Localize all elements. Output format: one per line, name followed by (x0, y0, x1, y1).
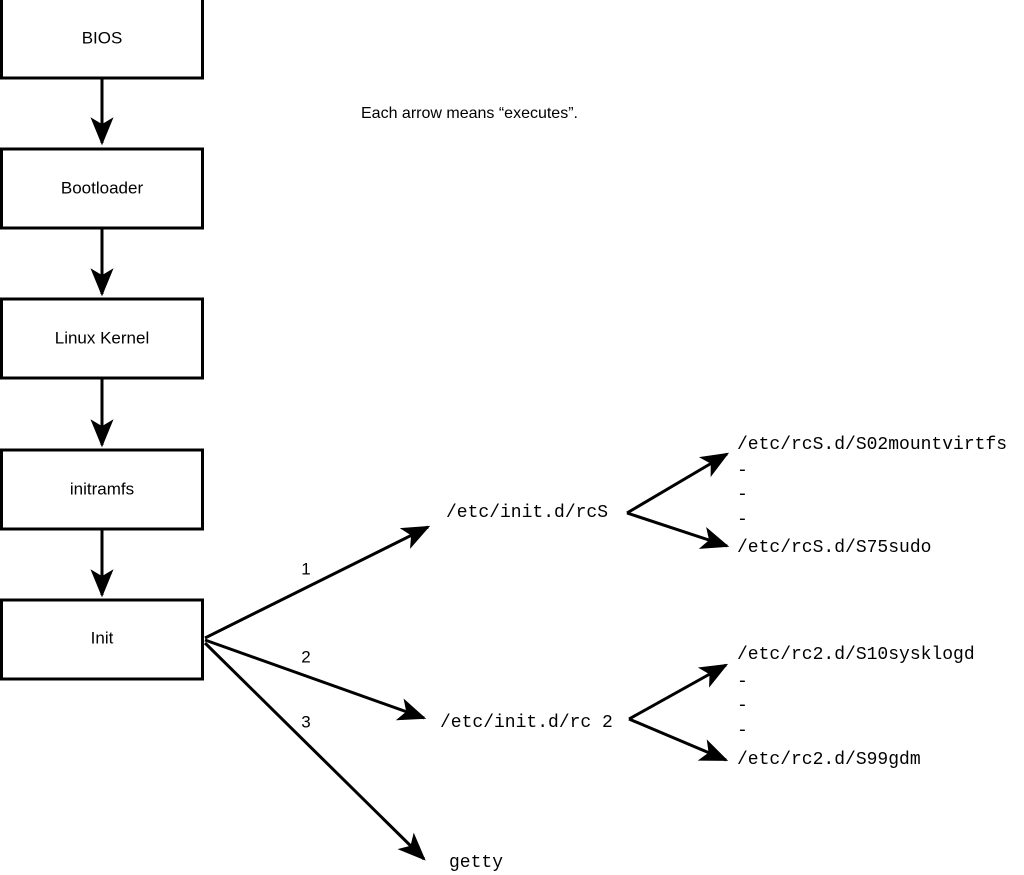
arrow-rc2-to-last-script (628, 717, 729, 762)
rcs-ellipsis-dash-3: - (737, 510, 748, 530)
node-bootloader-label: Bootloader (61, 178, 144, 197)
arrow-rcs-to-first-script (626, 452, 730, 515)
node-etc-init-d-rcs[interactable]: /etc/init.d/rcS (446, 503, 608, 523)
diagram-note: Each arrow means “executes”. (361, 105, 578, 122)
rcs-script-last: /etc/rcS.d/S75sudo (737, 538, 931, 558)
node-init-label: Init (91, 628, 114, 647)
node-bootloader-rect (0, 147, 204, 230)
arrow-init-to-rc2 (204, 638, 427, 721)
node-initramfs[interactable]: initramfs (0, 448, 204, 531)
node-init[interactable]: Init (0, 598, 204, 681)
node-getty[interactable]: getty (449, 853, 503, 873)
rcs-ellipsis-dash-1: - (737, 461, 748, 481)
node-bios-label: BIOS (82, 28, 123, 47)
node-bios-rect (0, 0, 204, 80)
node-bootloader[interactable]: Bootloader (0, 147, 204, 230)
rc2-script-last: /etc/rc2.d/S99gdm (737, 750, 921, 770)
rc2-ellipsis-dash-1: - (737, 672, 748, 692)
arrow-init-to-getty (203, 641, 426, 861)
rc2-script-first: /etc/rc2.d/S10sysklogd (737, 645, 975, 665)
node-etc-init-d-rc2[interactable]: /etc/init.d/rc 2 (440, 713, 613, 733)
node-initramfs-rect (0, 448, 204, 531)
rcs-ellipsis-dash-2: - (737, 485, 748, 505)
branch-number-2: 2 (301, 647, 310, 666)
rc2-ellipsis-dash-3: - (737, 721, 748, 741)
node-bios[interactable]: BIOS (0, 0, 204, 80)
arrow-rcs-to-last-script (626, 511, 730, 549)
node-linux-kernel[interactable]: Linux Kernel (0, 297, 204, 380)
node-initramfs-label: initramfs (70, 479, 134, 498)
branch-number-1: 1 (301, 559, 310, 578)
branch-number-3: 3 (301, 712, 310, 731)
arrow-init-to-rcs (204, 525, 431, 640)
rc2-ellipsis-dash-2: - (737, 696, 748, 716)
node-init-rect (0, 598, 204, 681)
node-linux-kernel-label: Linux Kernel (55, 328, 150, 347)
arrow-rc2-to-first-script (628, 663, 729, 721)
rcs-script-first: /etc/rcS.d/S02mountvirtfs (737, 435, 1007, 455)
